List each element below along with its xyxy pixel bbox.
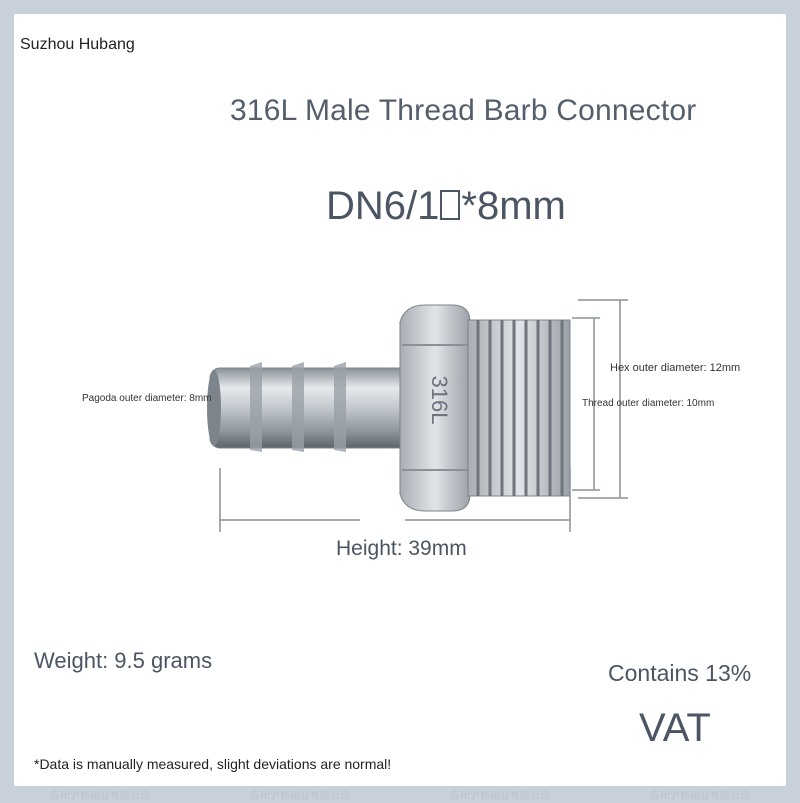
part-marking: 316L bbox=[427, 376, 452, 425]
weight-label: Weight: 9.5 grams bbox=[34, 648, 213, 673]
brand-name: Suzhou Hubang bbox=[20, 36, 135, 53]
thread-diameter-label: Thread outer diameter: 10mm bbox=[582, 398, 715, 409]
spec-prefix: DN6/1 bbox=[326, 184, 440, 228]
pagoda-diameter-label: Pagoda outer diameter: 8mm bbox=[82, 393, 212, 404]
thread-section bbox=[467, 319, 571, 497]
watermark-bar: 苏州沪邦阀业有限公司 苏州沪邦阀业有限公司 苏州沪邦阀业有限公司 苏州沪邦阀业有… bbox=[0, 787, 800, 803]
product-spec: DN6/1 *8mm bbox=[326, 184, 566, 229]
watermark-text: 苏州沪邦阀业有限公司 bbox=[50, 791, 150, 802]
hex-diameter-label: Hex outer diameter: 12mm bbox=[610, 362, 741, 374]
hex-nut: 316L bbox=[399, 304, 471, 512]
vat-line-1: Contains 13% bbox=[608, 660, 752, 686]
spec-suffix: *8mm bbox=[461, 184, 566, 228]
product-title: 316L Male Thread Barb Connector bbox=[230, 94, 697, 127]
vat-line-2: VAT bbox=[639, 706, 711, 750]
dimension-lines bbox=[219, 299, 628, 532]
missing-glyph-box bbox=[440, 190, 461, 221]
measurement-note: *Data is manually measured, slight devia… bbox=[34, 756, 392, 772]
watermark-text: 苏州沪邦阀业有限公司 bbox=[650, 791, 750, 802]
height-label: Height: 39mm bbox=[336, 537, 467, 560]
barb-tube bbox=[207, 362, 411, 452]
watermark-text: 苏州沪邦阀业有限公司 bbox=[450, 791, 550, 802]
watermark-text: 苏州沪邦阀业有限公司 bbox=[250, 791, 350, 802]
